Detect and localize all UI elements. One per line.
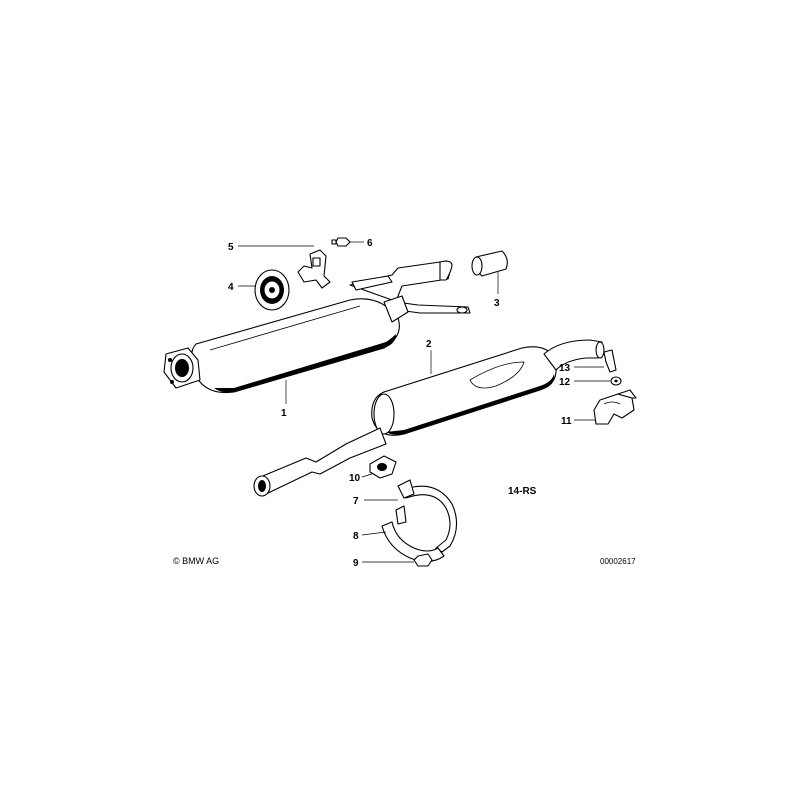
clamp-half: [381, 521, 445, 563]
svg-text:9: 9: [353, 558, 359, 569]
svg-text:10: 10: [349, 473, 361, 484]
callout-11: 11: [561, 416, 596, 427]
svg-text:12: 12: [559, 377, 571, 388]
callout-6: 6: [350, 238, 373, 249]
clamp-strap: [395, 479, 458, 553]
svg-text:7: 7: [353, 496, 359, 507]
rubber-mount: [369, 455, 397, 479]
callout-10: 10: [349, 473, 373, 484]
pipe-sleeve: [471, 250, 508, 277]
callout-7: 7: [353, 496, 398, 507]
svg-text:11: 11: [561, 416, 572, 427]
mount-bolt: [603, 349, 617, 373]
svg-text:13: 13: [559, 363, 571, 374]
svg-text:6: 6: [367, 238, 373, 249]
svg-text:3: 3: [494, 298, 500, 309]
diagram-code: 14-RS: [508, 486, 537, 497]
rear-holder: [593, 389, 637, 425]
svg-text:4: 4: [228, 282, 234, 293]
nut: [413, 553, 433, 567]
callout-5: 5: [228, 242, 314, 253]
rear-silencer: [253, 339, 605, 497]
callout-13: 13: [559, 363, 604, 374]
callout-9: 9: [353, 558, 414, 569]
callout-3: 3: [494, 272, 500, 309]
hex-bolt: [331, 237, 351, 247]
copyright-label: © BMW AG: [173, 556, 219, 566]
front-silencer: [163, 295, 409, 394]
svg-text:5: 5: [228, 242, 234, 253]
callout-8: 8: [353, 531, 387, 542]
rubber-mount-ring: [254, 269, 290, 311]
image-number: 00002617: [600, 557, 636, 566]
callout-12: 12: [559, 377, 610, 388]
svg-text:1: 1: [281, 408, 287, 419]
svg-text:8: 8: [353, 531, 359, 542]
svg-text:2: 2: [426, 339, 432, 350]
callout-1: 1: [281, 380, 287, 419]
washer: [610, 376, 622, 386]
hanger-bracket: [297, 249, 331, 289]
callout-4: 4: [228, 282, 256, 293]
callout-2: 2: [426, 339, 432, 374]
